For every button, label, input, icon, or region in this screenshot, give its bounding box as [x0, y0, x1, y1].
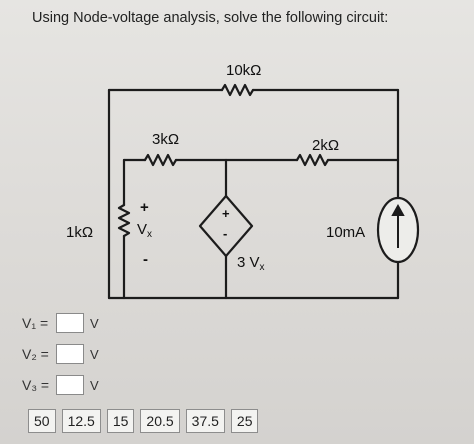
dep-sub: x: [259, 262, 265, 273]
dep-coeff: 3 V: [237, 254, 260, 271]
answer-label-v2: V₂ =: [22, 346, 49, 362]
answer-unit-v3: V: [90, 377, 99, 393]
answer-row-v3: V₃ = V: [22, 374, 99, 396]
label-10ma: 10mA: [326, 224, 366, 241]
dep-plus: +: [222, 206, 230, 221]
answer-label-v1: V₁ =: [22, 315, 49, 331]
vx-plus: +: [140, 199, 149, 216]
answer-unit-v2: V: [90, 346, 99, 362]
label-2k: 2kΩ: [312, 137, 340, 154]
answer-input-v3[interactable]: [56, 375, 84, 395]
choice-15[interactable]: 15: [106, 409, 135, 433]
resistor-3k: [143, 153, 178, 167]
choice-25[interactable]: 25: [230, 409, 259, 433]
answer-row-v1: V₁ = V: [22, 312, 99, 334]
answer-row-v2: V₂ = V: [22, 343, 99, 365]
dep-minus: -: [223, 226, 228, 241]
answer-label-v3: V₃ =: [22, 377, 50, 393]
label-1k: 1kΩ: [66, 224, 94, 241]
vx-label: Vx: [137, 221, 152, 240]
choice-37-5[interactable]: 37.5: [185, 409, 225, 433]
question-text: Using Node-voltage analysis, solve the f…: [32, 10, 389, 26]
label-3k: 3kΩ: [152, 131, 180, 148]
resistor-1k: [117, 203, 131, 238]
vx-minus: -: [143, 251, 148, 268]
resistor-2k: [295, 153, 330, 167]
choice-20-5[interactable]: 20.5: [140, 409, 180, 433]
choice-12-5[interactable]: 12.5: [61, 409, 101, 433]
dep-source-label: 3 Vx: [237, 254, 265, 273]
answer-input-v1[interactable]: [56, 313, 84, 333]
vx-main: V: [137, 221, 148, 238]
answer-input-v2[interactable]: [56, 344, 84, 364]
answer-choices: 50 12.5 15 20.5 37.5 25: [28, 409, 259, 433]
resistor-10k: [220, 83, 255, 97]
label-10k: 10kΩ: [226, 62, 262, 79]
vx-sub: x: [147, 229, 153, 240]
choice-50[interactable]: 50: [28, 409, 56, 433]
answer-unit-v1: V: [90, 315, 99, 331]
arrow-up-icon: [391, 203, 405, 248]
